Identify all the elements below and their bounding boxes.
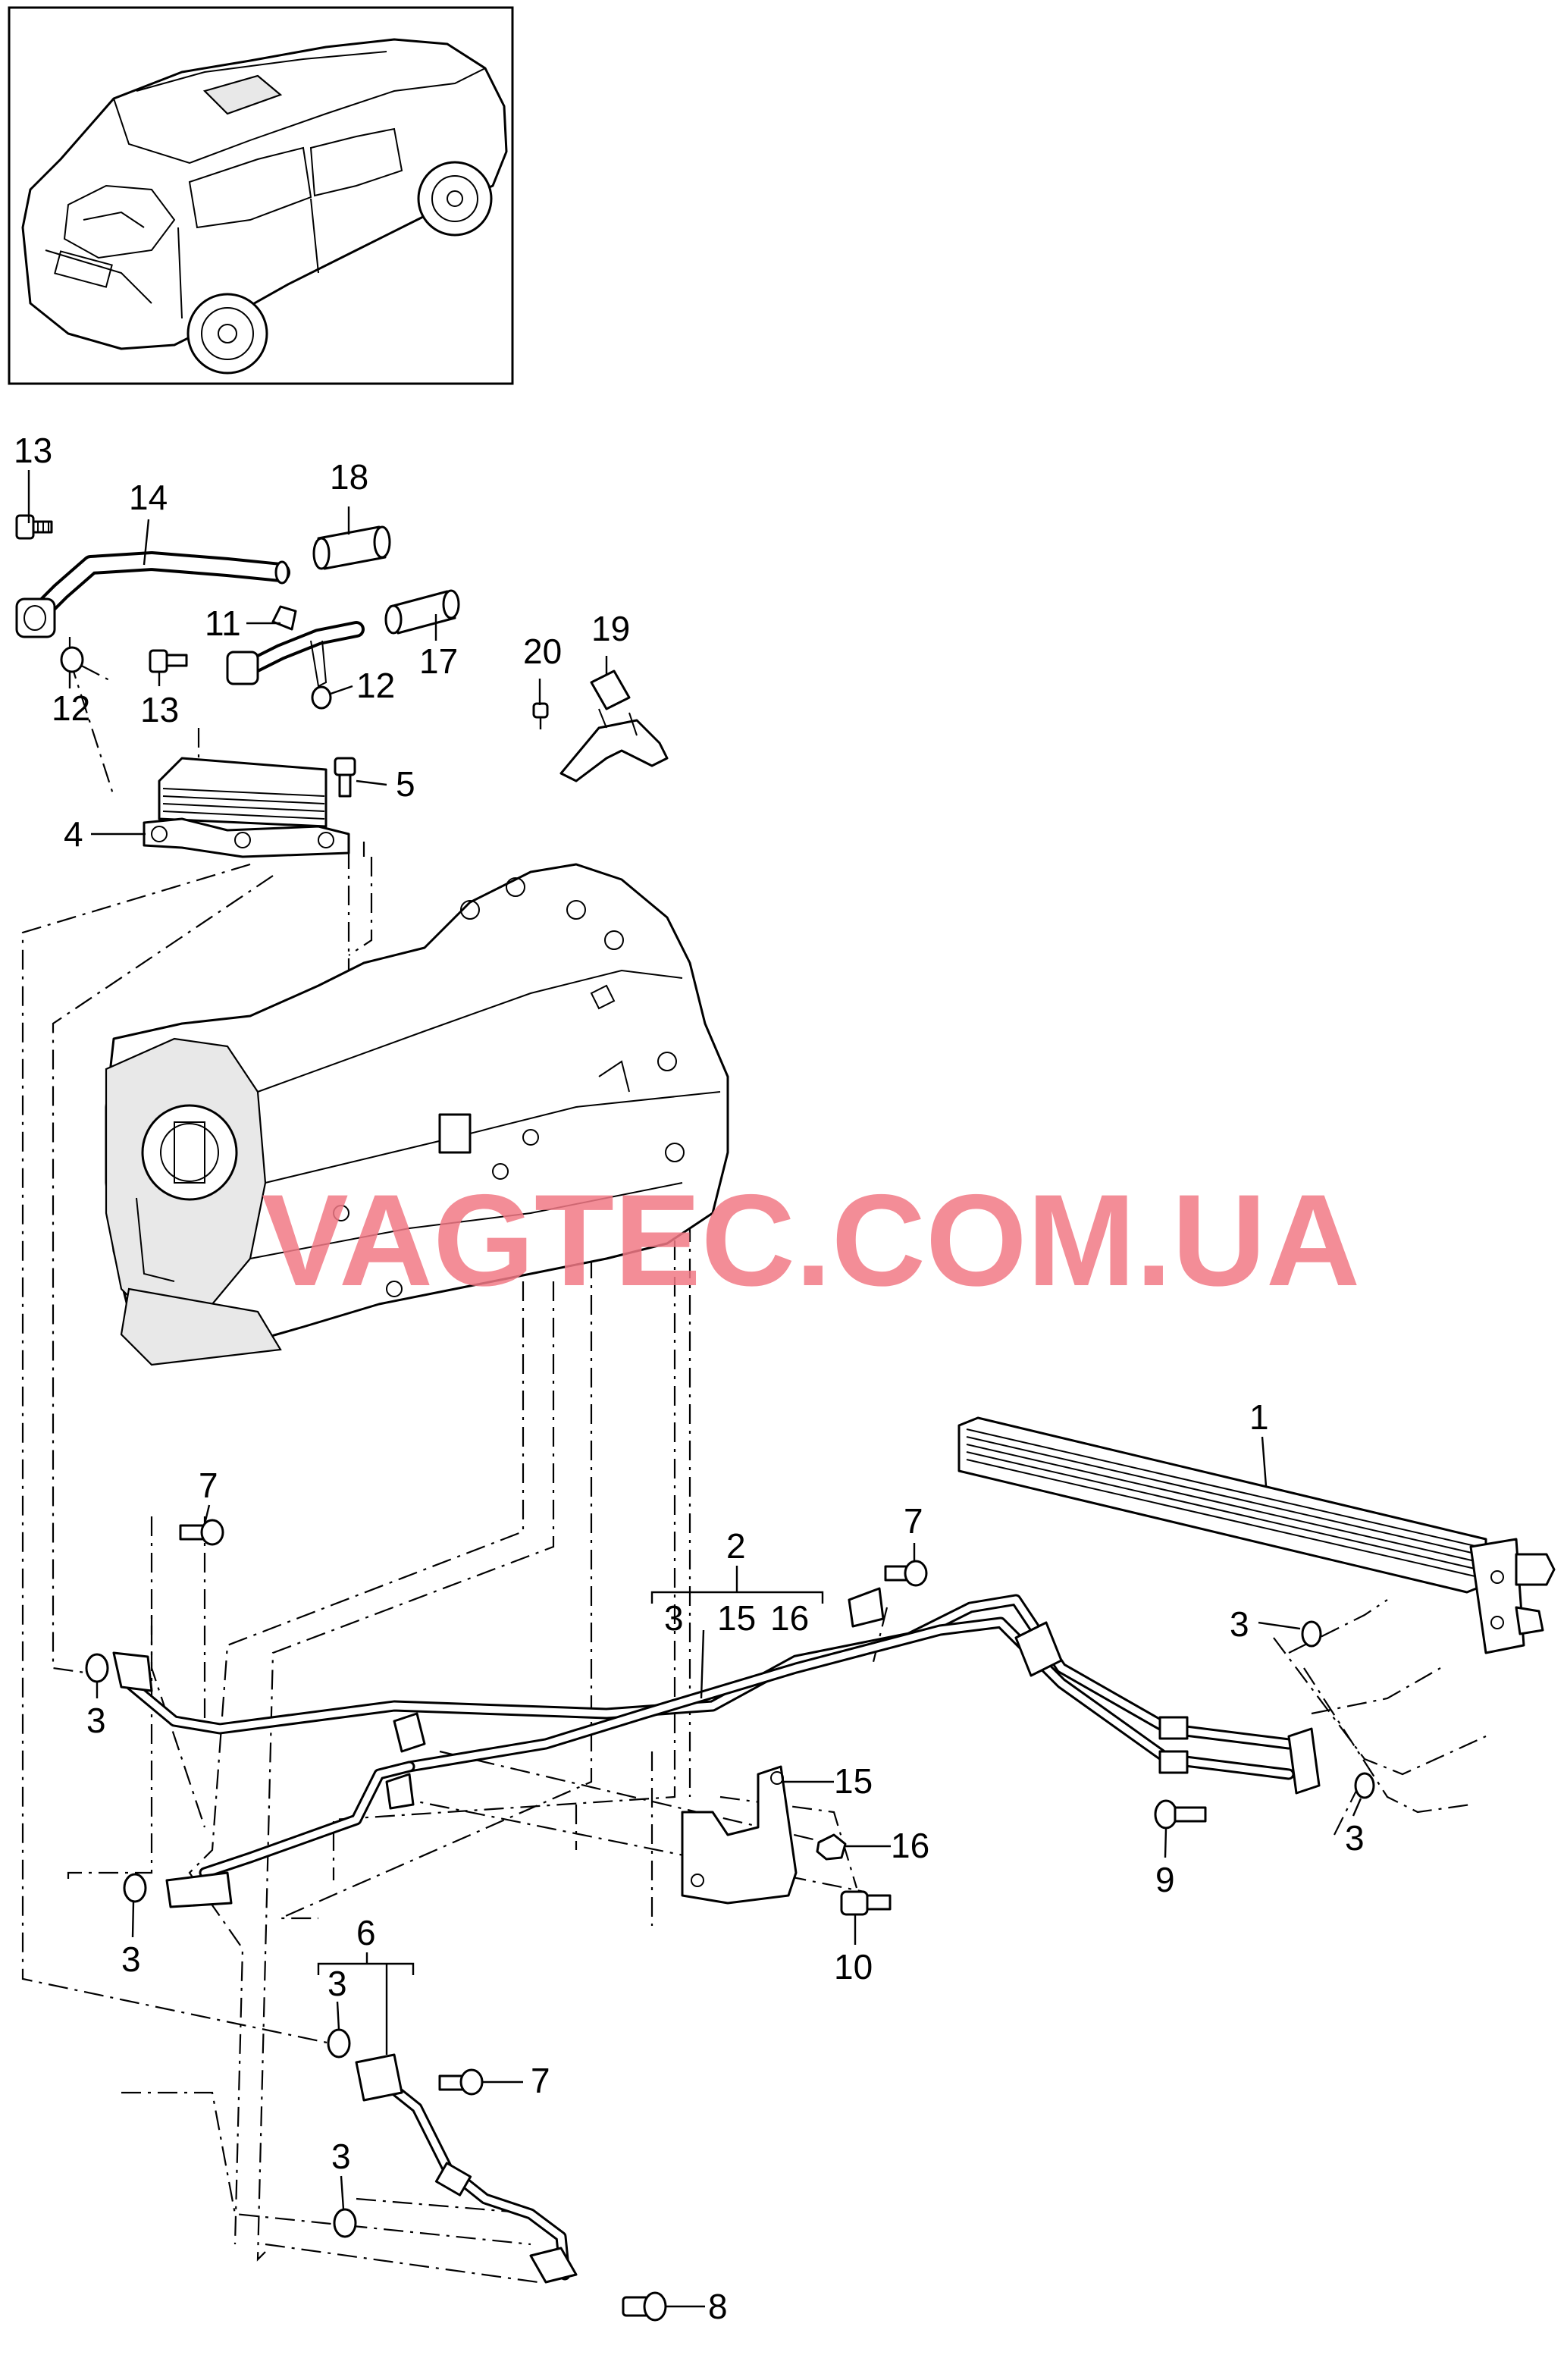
callout-9: 9 <box>1155 1860 1175 1899</box>
bolt-9-icon <box>1154 1799 1207 1830</box>
seal-3a-icon <box>85 1653 109 1683</box>
seal-3c-icon <box>1301 1620 1322 1648</box>
oil-hose-parts <box>15 514 460 710</box>
callout-3a: 3 <box>1230 1604 1249 1644</box>
pipe-6-icon <box>355 2053 578 2284</box>
bolt-7b-icon <box>884 1560 928 1587</box>
seal-3e-icon <box>327 2028 351 2059</box>
bolt-7c-icon <box>438 2068 484 2096</box>
transmission-cooler-1-icon <box>957 1416 1556 1654</box>
callout-15: 15 <box>834 1761 873 1801</box>
nut-16-icon <box>816 1833 847 1861</box>
pipe-11-icon <box>226 605 365 688</box>
clip-19-icon <box>559 669 669 782</box>
seal-3d-icon <box>1354 1772 1375 1799</box>
oil-cooler-4-icon <box>143 757 350 858</box>
callout-3b: 3 <box>86 1701 106 1740</box>
callout-11: 11 <box>205 604 241 643</box>
callout-20: 20 <box>523 632 562 671</box>
sleeve-17-icon <box>384 589 460 635</box>
callout-2-sub-15: 15 <box>717 1598 756 1638</box>
suv-outline-icon <box>21 38 508 375</box>
callout-7a: 7 <box>199 1466 218 1505</box>
callout-6: 6 <box>356 1913 376 1952</box>
callout-6-sub-3: 3 <box>328 1964 347 2003</box>
sleeve-18-icon <box>312 525 391 570</box>
hose-14-icon <box>15 551 290 638</box>
leader-lines <box>27 470 1362 2308</box>
callout-10: 10 <box>834 1947 873 1986</box>
seal-rings-3 <box>85 1620 1375 2238</box>
callout-16: 16 <box>891 1826 929 1865</box>
seal-12b-icon <box>311 685 332 710</box>
vehicle-inset <box>8 6 514 385</box>
assembly-guide-lines <box>21 637 1487 2284</box>
callout-2: 2 <box>726 1526 746 1566</box>
bolt-8-icon <box>622 2291 667 2322</box>
callout-8: 8 <box>708 2287 728 2326</box>
cooler-lines-2-icon <box>112 1587 1321 1908</box>
callout-4: 4 <box>64 814 83 854</box>
callout-12a: 12 <box>52 688 90 728</box>
callout-2-sub-16: 16 <box>770 1598 809 1638</box>
callout-17: 17 <box>419 641 458 681</box>
seal-3f-icon <box>333 2208 357 2238</box>
callout-1: 1 <box>1249 1397 1269 1437</box>
callout-7c: 7 <box>531 2061 550 2100</box>
callout-3e: 3 <box>331 2137 351 2176</box>
callout-14: 14 <box>129 478 168 517</box>
bolt-13b-icon <box>149 649 188 673</box>
screw-20-icon <box>532 702 549 729</box>
callout-12b: 12 <box>356 666 395 705</box>
callout-19: 19 <box>591 609 630 648</box>
callout-13b: 13 <box>140 690 179 729</box>
screw-5-icon <box>334 757 356 798</box>
bolt-13-icon <box>15 514 53 540</box>
callout-18: 18 <box>330 457 368 497</box>
seal-12a-icon <box>60 646 84 673</box>
bolt-10-icon <box>840 1890 892 1916</box>
callout-labels: 13 14 18 11 17 12 13 12 20 19 5 4 1 7 2 … <box>14 431 1365 2326</box>
callout-5: 5 <box>396 764 415 804</box>
transmission-icon <box>105 863 729 1366</box>
callout-2-sub-3: 3 <box>664 1598 684 1638</box>
callout-7b: 7 <box>904 1501 923 1541</box>
callout-3c: 3 <box>1345 1818 1365 1858</box>
callout-13a: 13 <box>14 431 52 470</box>
callout-3d: 3 <box>121 1939 141 1979</box>
bracket-15-icon <box>681 1765 798 1905</box>
seal-3b-icon <box>123 1873 147 1903</box>
bolt-7a-icon <box>179 1519 224 1546</box>
watermark: VAGTEC.COM.UA <box>262 1168 1360 1313</box>
